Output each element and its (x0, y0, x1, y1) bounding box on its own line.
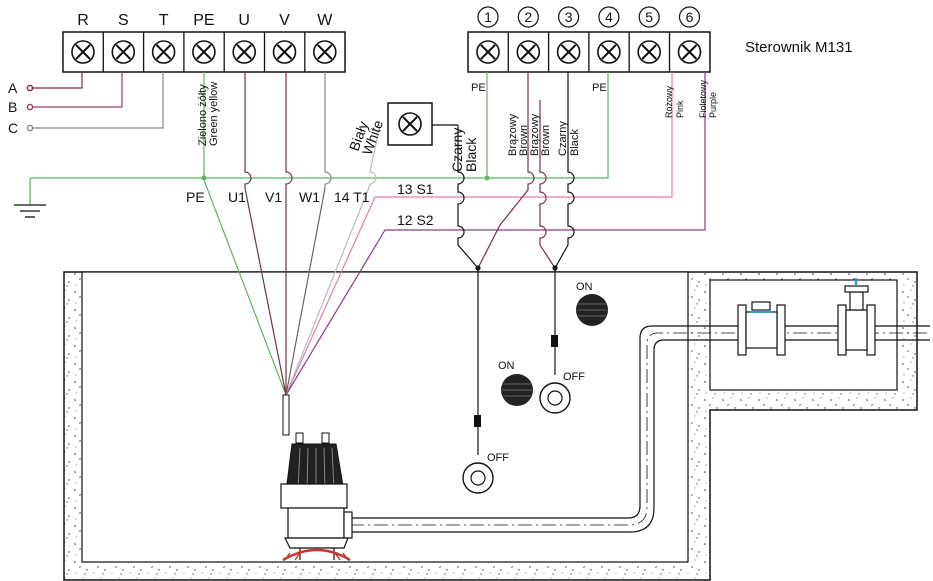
check-valve (737, 301, 786, 356)
phase-c-label: C (8, 120, 18, 136)
wire-label-black-pl-b: Czarny (557, 121, 569, 156)
controller-terminal-label-2: 2 (524, 9, 532, 25)
wire-label-black-pl: Czarny (449, 128, 465, 172)
pump-pit (63, 271, 918, 581)
wire-label-brown-en-b: Brown (540, 125, 552, 156)
marker-s2: 12 S2 (397, 212, 434, 228)
controller-terminal-label-3: 3 (565, 9, 573, 25)
controller-terminal-label-4: 4 (605, 9, 613, 25)
terminal-screw-v[interactable] (272, 40, 297, 64)
controller-terminal-strip: 1 2 3 4 5 6 (467, 6, 711, 73)
wire-label-brown-en-a: Brown (518, 125, 530, 156)
float-switch-upper (539, 294, 608, 414)
marker-w1: W1 (299, 189, 320, 205)
wire-label-pink-pl: Różowy (664, 85, 674, 118)
gate-valve (837, 278, 876, 356)
wire-label-pe-1: PE (471, 82, 486, 94)
terminal-screw-s[interactable] (111, 40, 136, 64)
controller-screw-5[interactable] (637, 40, 662, 64)
marker-s1: 13 S1 (397, 181, 434, 197)
float-lower-off: OFF (487, 452, 509, 464)
main-terminal-strip: R S T PE U V W (62, 12, 346, 73)
controller-screw-2[interactable] (516, 40, 541, 64)
wire-label-black-en-b: Black (569, 129, 581, 156)
terminal-label-v: V (279, 12, 290, 29)
wire-label-brown-pl-b: Brązowy (529, 113, 541, 156)
controller-number-circle (598, 6, 620, 28)
marker-pe: PE (186, 189, 205, 205)
controller-screw-3[interactable] (556, 40, 581, 64)
wire-label-green-yellow-en: Green yellow (208, 82, 220, 146)
marker-t1: 14 T1 (334, 189, 370, 205)
controller-screw-6[interactable] (677, 40, 702, 64)
ground-symbol (14, 178, 46, 218)
controller-number-circle (557, 6, 580, 28)
controller-terminal-label-6: 6 (686, 9, 694, 25)
controller-terminal-label-1: 1 (484, 9, 492, 25)
wire-label-black-en: Black (463, 137, 479, 172)
terminal-label-w: W (317, 12, 333, 29)
float-switch-lower (462, 374, 533, 494)
terminal-screw-t[interactable] (151, 40, 176, 64)
controller-number-circle (678, 6, 701, 28)
terminal-label-u: U (238, 12, 250, 29)
float-upper-off: OFF (563, 371, 585, 383)
terminal-label-t: T (159, 12, 169, 29)
controller-number-circle (477, 6, 499, 28)
controller-number-circle (517, 6, 539, 28)
controller-number-circle (638, 6, 660, 28)
terminal-screw-w[interactable] (312, 40, 337, 64)
wire-label-purple-pl: Fioletowy (698, 79, 708, 118)
controller-screw-4[interactable] (596, 40, 621, 64)
terminal-screw-r[interactable] (71, 40, 95, 64)
terminal-label-r: R (77, 12, 89, 29)
marker-v1: V1 (265, 189, 282, 205)
terminal-screw-u[interactable] (232, 40, 257, 64)
terminal-label-pe: PE (193, 12, 214, 29)
discharge-pipe (350, 325, 930, 533)
wire-label-brown-pl-a: Brązowy (507, 113, 519, 156)
terminal-label-s: S (118, 12, 129, 29)
wires (30, 72, 706, 430)
float-upper-on: ON (576, 281, 593, 293)
thermal-switch (387, 102, 458, 146)
supply-lines (26, 72, 164, 132)
wire-label-pe-4: PE (592, 82, 607, 94)
submersible-pump (280, 394, 353, 562)
phase-b-label: B (8, 99, 17, 115)
controller-title: Sterownik M131 (745, 39, 853, 56)
wire-label-purple-en: Purple (708, 92, 718, 118)
terminal-screw-pe[interactable] (191, 40, 216, 64)
controller-screw-1[interactable] (476, 40, 500, 64)
marker-u1: U1 (228, 189, 246, 205)
controller-terminal-label-5: 5 (645, 9, 653, 25)
float-lower-on: ON (498, 360, 515, 372)
wire-label-pink-en: Pink (675, 100, 685, 118)
phase-a-label: A (8, 80, 18, 96)
wire-label-green-yellow-pl: Zielono żółty (197, 84, 209, 146)
